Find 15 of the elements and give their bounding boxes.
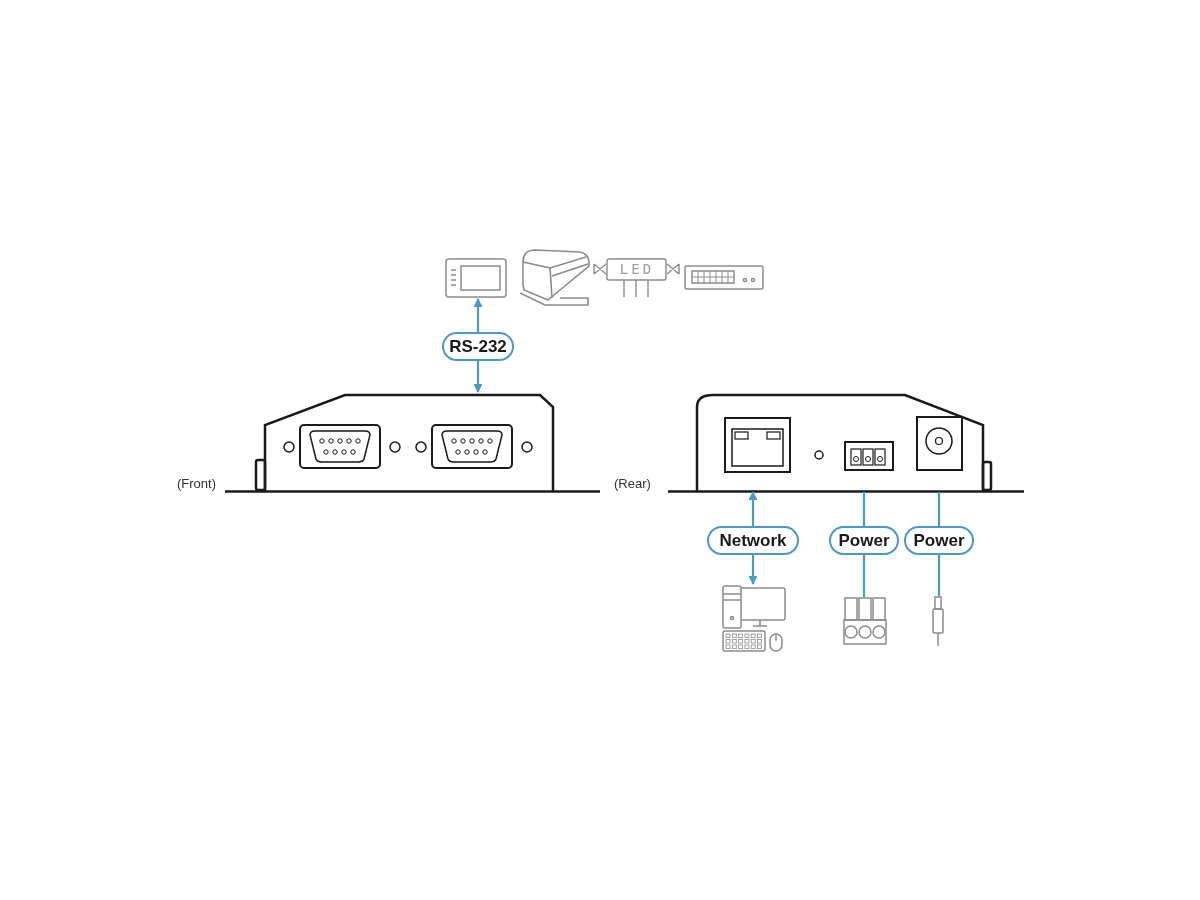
label-pill: Network xyxy=(707,526,799,555)
label-pill: RS-232 xyxy=(442,332,514,361)
label-pill: Power xyxy=(829,526,899,555)
connector-line xyxy=(937,492,941,526)
arrow xyxy=(473,361,483,393)
device-label: (Rear) xyxy=(614,476,651,491)
display-text: LED xyxy=(618,261,656,277)
arrow xyxy=(748,491,758,526)
arrow xyxy=(748,555,758,585)
label-pill: Power xyxy=(904,526,974,555)
device-label: (Front) xyxy=(177,476,216,491)
connector-line xyxy=(937,555,941,596)
connector-line xyxy=(862,492,866,526)
arrow xyxy=(473,298,483,332)
connector-line xyxy=(862,555,866,597)
